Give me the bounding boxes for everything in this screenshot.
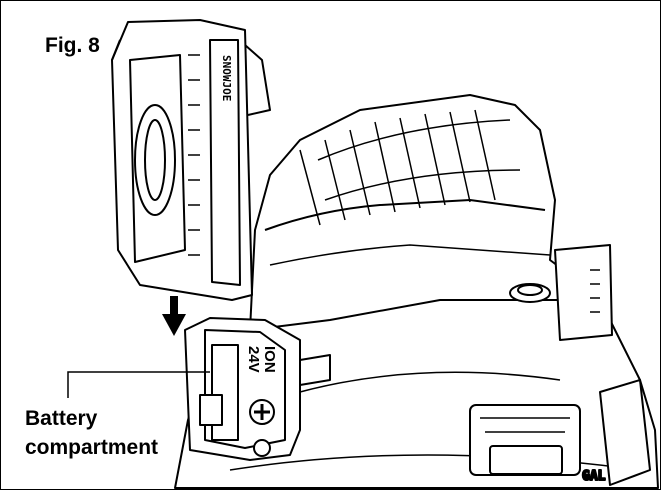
vacuum-motor-head — [249, 94, 613, 341]
battery-chemistry-text: ION — [261, 346, 278, 373]
battery-pack — [111, 19, 271, 301]
battery-compartment-callout: Battery compartment — [25, 404, 158, 462]
svg-text:GAL: GAL — [582, 469, 606, 484]
figure-label: Fig. 8 — [45, 34, 100, 57]
callout-leader-line — [67, 371, 210, 398]
insert-arrow — [162, 296, 186, 336]
battery-brand-text: SNOWJOE — [220, 55, 233, 101]
battery-voltage-text: 24V — [245, 346, 262, 373]
callout-line-2: compartment — [25, 436, 159, 459]
battery-compartment — [184, 317, 331, 461]
callout-line-1: Battery — [25, 407, 98, 430]
